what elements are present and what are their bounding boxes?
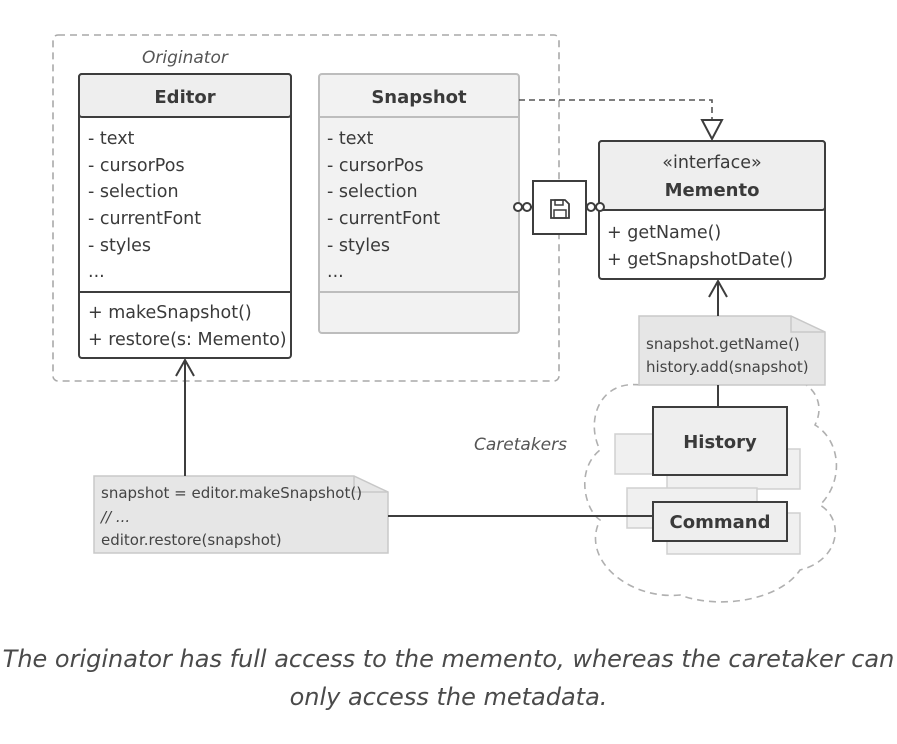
editor-class: Editor - text - cursorPos - selection - … xyxy=(78,73,292,359)
snapshot-field: - cursorPos xyxy=(327,156,424,176)
snapshot-title: Snapshot xyxy=(371,87,467,108)
nested-link xyxy=(513,180,605,235)
command-note-line: snapshot = editor.makeSnapshot() xyxy=(101,484,362,502)
memento-method: + getName() xyxy=(607,223,721,243)
realization-arrowhead xyxy=(700,119,724,142)
snapshot-field: - selection xyxy=(327,182,418,202)
memento-method: + getSnapshotDate() xyxy=(607,250,793,270)
snapshot-class: Snapshot - text - cursorPos - selection … xyxy=(318,73,520,334)
command-note-line: editor.restore(snapshot) xyxy=(101,531,282,549)
history-box xyxy=(652,406,788,476)
memento-title: Memento xyxy=(665,180,760,201)
editor-method: + restore(s: Memento) xyxy=(88,330,287,350)
snapshot-field: - styles xyxy=(327,236,390,256)
editor-method: + makeSnapshot() xyxy=(88,303,252,323)
editor-field: - currentFont xyxy=(88,209,201,229)
command-note-line: // ... xyxy=(99,508,130,526)
history-note-line: snapshot.getName() xyxy=(646,335,800,353)
floppy-disk-icon xyxy=(550,199,570,219)
figure-caption: The originator has full access to the me… xyxy=(0,640,897,716)
snapshot-field: - currentFont xyxy=(327,209,440,229)
command-box xyxy=(652,501,788,542)
caption-line: only access the metadata. xyxy=(289,683,608,711)
editor-field: - selection xyxy=(88,182,179,202)
editor-field: - styles xyxy=(88,236,151,256)
editor-field: ... xyxy=(88,262,105,282)
history-note: snapshot.getName() history.add(snapshot) xyxy=(638,315,826,386)
editor-field: - cursorPos xyxy=(88,156,185,176)
caretakers-cloud xyxy=(584,364,838,603)
editor-field: - text xyxy=(88,129,135,149)
history-title: History xyxy=(683,432,757,453)
realization-line xyxy=(519,99,713,120)
memento-stereotype: «interface» xyxy=(662,153,761,173)
originator-boundary xyxy=(52,34,560,382)
command-title: Command xyxy=(670,512,771,533)
snapshot-field: - text xyxy=(327,129,374,149)
command-note: snapshot = editor.makeSnapshot() // ... … xyxy=(93,475,389,554)
caption-line: The originator has full access to the me… xyxy=(2,645,895,673)
editor-title: Editor xyxy=(154,87,215,108)
originator-label: Originator xyxy=(142,48,229,68)
command-to-editor-arrowhead xyxy=(175,357,195,377)
caretakers-label: Caretakers xyxy=(474,435,567,455)
snapshot-field: ... xyxy=(327,262,344,282)
memento-diagram: Originator Caretakers Editor - text - cu… xyxy=(52,34,838,603)
memento-interface: «interface» Memento + getName() + getSna… xyxy=(598,140,826,280)
history-to-memento-arrowhead xyxy=(708,278,728,298)
history-note-line: history.add(snapshot) xyxy=(646,358,809,376)
